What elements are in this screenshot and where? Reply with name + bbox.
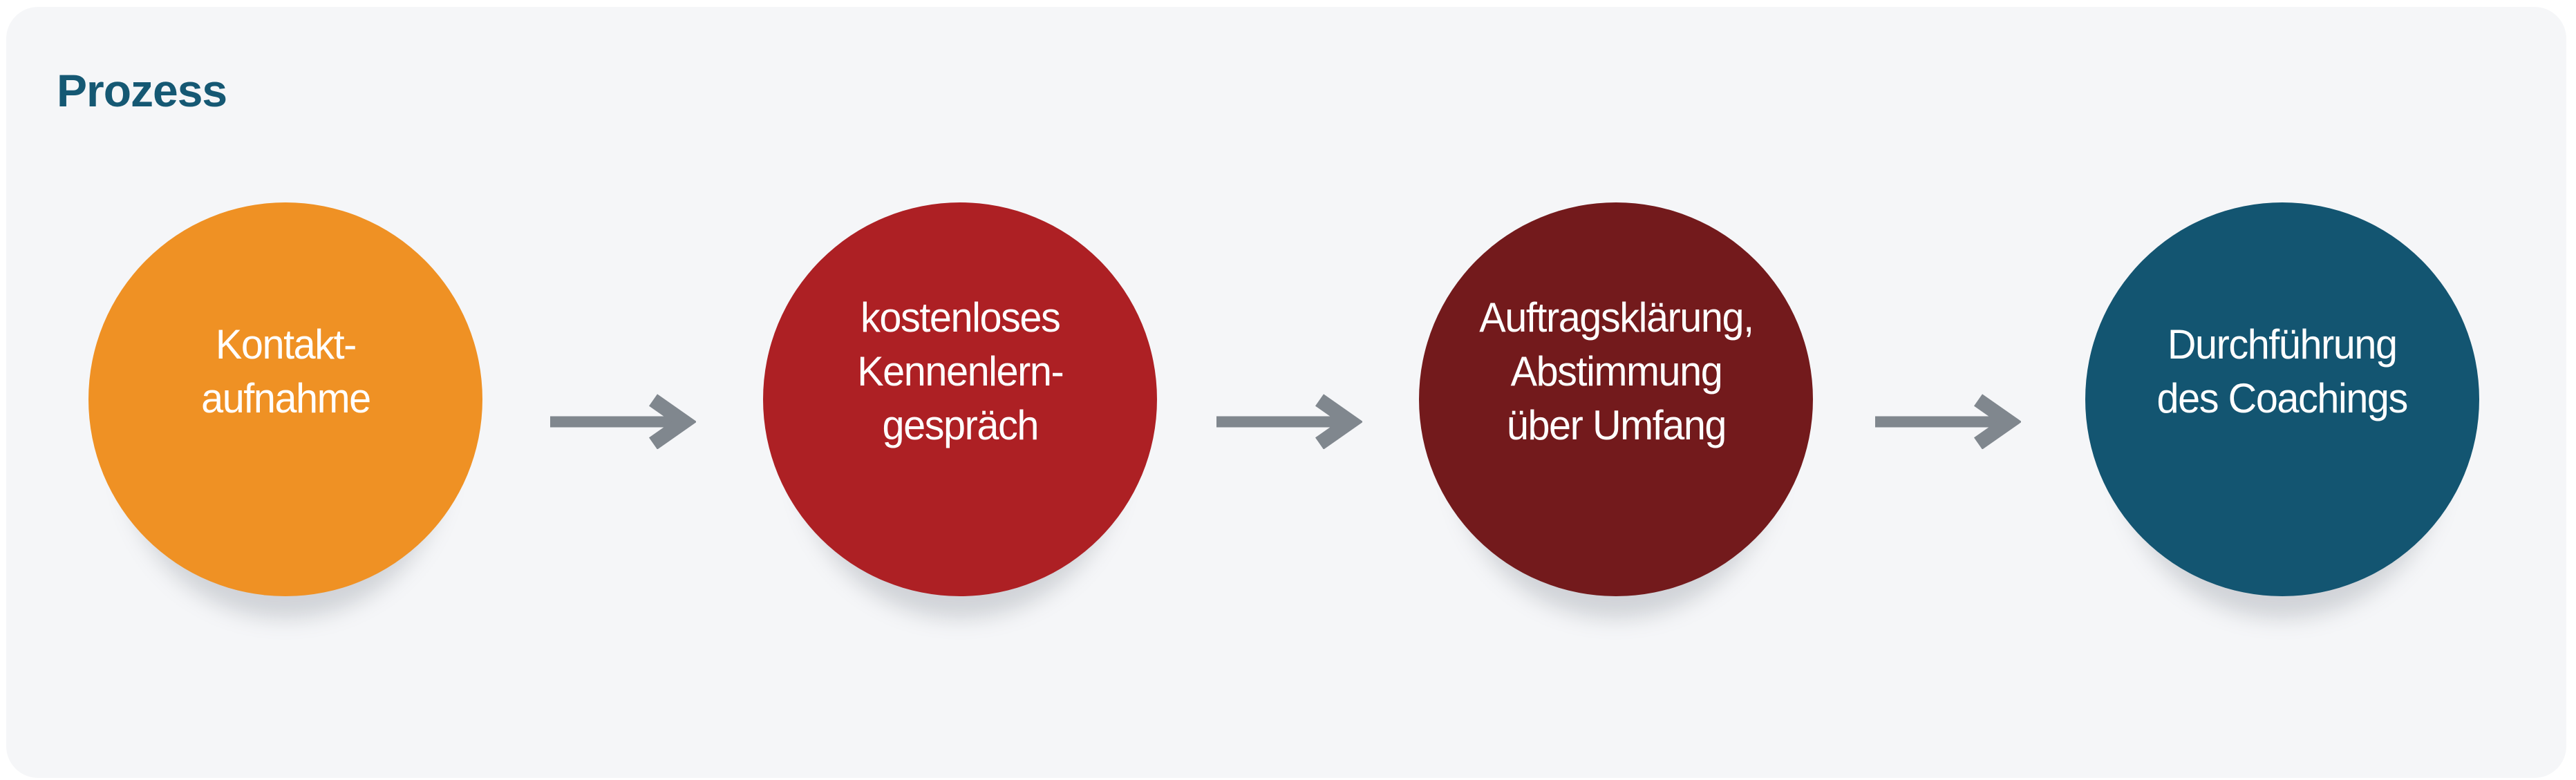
label-line: gespräch [882,402,1039,448]
process-step-circle-4: Durchführung des Coachings [2085,202,2479,596]
label-line: Durchführung [2168,321,2398,368]
label-line: aufnahme [200,375,371,421]
process-step-label-4: Durchführung des Coachings [2156,318,2409,426]
label-line: kostenloses [860,294,1061,341]
process-step-label-3: Auftragsklärung, Abstimmung über Umfang [1478,291,1754,453]
process-card: Prozess Kontakt- aufnahme kostenloses Ke… [6,7,2566,778]
label-line: über Umfang [1506,402,1727,448]
process-step-circle-2: kostenloses Kennenlern- gespräch [763,202,1157,596]
process-step-circle-1: Kontakt- aufnahme [88,202,482,596]
label-line: des Coachings [2156,375,2409,421]
process-step-circle-3: Auftragsklärung, Abstimmung über Umfang [1419,202,1813,596]
label-line: Auftragsklärung, [1478,294,1754,341]
arrow-right-icon [1216,394,1362,449]
arrow-right-icon [1875,394,2021,449]
process-step-label-1: Kontakt- aufnahme [200,318,371,426]
label-line: Kontakt- [215,321,356,368]
arrow-right-icon [550,394,696,449]
process-step-label-2: kostenloses Kennenlern- gespräch [857,291,1064,453]
page-title: Prozess [57,65,227,116]
label-line: Abstimmung [1510,348,1722,394]
label-line: Kennenlern- [857,348,1064,394]
